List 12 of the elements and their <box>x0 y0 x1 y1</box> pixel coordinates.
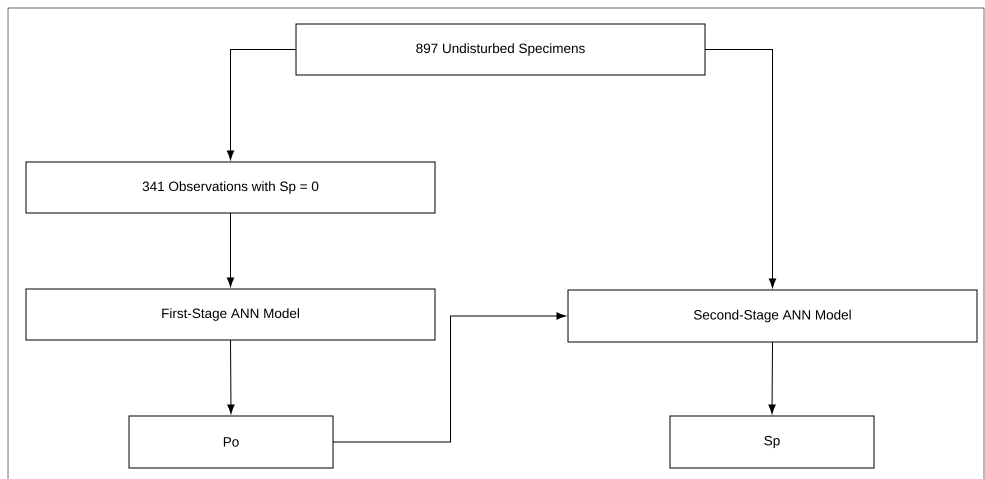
arrow <box>705 49 776 288</box>
process-box: 341 Observations with Sp = 0 <box>26 162 436 214</box>
process-box: First-Stage ANN Model <box>26 288 436 340</box>
arrow <box>226 213 234 287</box>
process-box: Second-Stage ANN Model <box>568 290 978 342</box>
process-box: Po <box>128 416 334 468</box>
process-box: Sp <box>670 416 874 468</box>
arrow <box>768 342 776 414</box>
process-box: 897 Undisturbed Specimens <box>296 24 706 76</box>
arrow <box>333 312 566 442</box>
arrow <box>227 340 235 414</box>
arrow <box>226 49 296 160</box>
